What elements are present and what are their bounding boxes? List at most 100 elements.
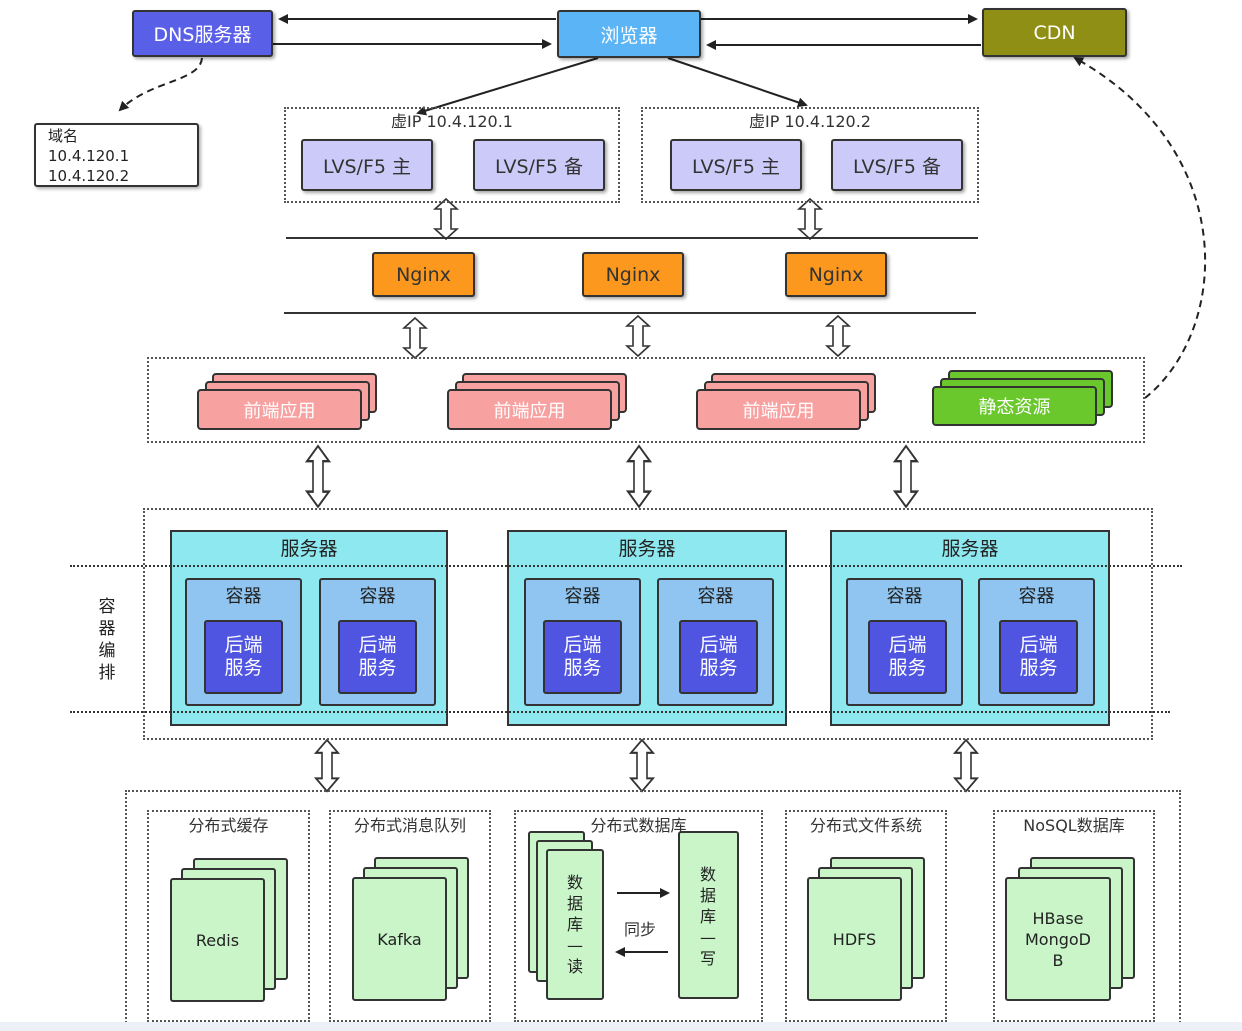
container-title: 容器 bbox=[225, 586, 262, 607]
double-arrow bbox=[314, 738, 340, 793]
container: 容器 后端服务 bbox=[657, 578, 774, 706]
server-title: 服务器 bbox=[618, 538, 676, 560]
server-title: 服务器 bbox=[941, 538, 999, 560]
nosql-label-line: HBase bbox=[1032, 908, 1084, 928]
lvs-backup-label: LVS/F5 备 bbox=[494, 155, 583, 178]
backend-service: 后端服务 bbox=[999, 620, 1078, 694]
vip-group-2-label: 虚IP 10.4.120.2 bbox=[749, 112, 871, 131]
double-arrow bbox=[626, 444, 652, 509]
static-resource bbox=[932, 386, 1097, 426]
double-arrow bbox=[893, 444, 919, 509]
static-resource-label: 静态资源 bbox=[978, 397, 1051, 418]
server-1: 服务器 容器 后端服务 容器 后端服务 bbox=[170, 530, 448, 726]
container: 容器 后端服务 bbox=[185, 578, 302, 706]
db-group bbox=[514, 810, 763, 1022]
arrow-browser-to-vip2 bbox=[667, 57, 808, 108]
sync-label: 同步 bbox=[624, 920, 657, 939]
db-read-label: 数据库—读 bbox=[565, 872, 585, 977]
backend-service-label: 后端服务 bbox=[699, 634, 738, 679]
nginx-bus-bottom bbox=[284, 312, 976, 314]
frontend-app-1 bbox=[197, 389, 362, 430]
db-read-node bbox=[546, 849, 604, 1000]
hdfs-node bbox=[807, 877, 902, 1001]
kafka-node bbox=[352, 877, 447, 1001]
fs-title: 分布式文件系统 bbox=[809, 816, 922, 835]
orchestration-label: 容器编排 bbox=[97, 596, 117, 684]
fs-group bbox=[785, 810, 947, 1022]
nginx-bus-top bbox=[286, 237, 978, 239]
frontend-app-2 bbox=[447, 389, 612, 430]
nginx-node-2: Nginx bbox=[582, 252, 684, 297]
redis-label: Redis bbox=[195, 930, 240, 950]
storage-group bbox=[125, 790, 1181, 1031]
callout-line: 10.4.120.2 bbox=[48, 167, 130, 185]
orchestration-line-bottom bbox=[70, 711, 1170, 713]
nginx-label: Nginx bbox=[396, 263, 451, 286]
cache-title: 分布式缓存 bbox=[188, 816, 269, 835]
cdn-label: CDN bbox=[1033, 21, 1076, 44]
redis-node bbox=[170, 878, 265, 1002]
db-write-node bbox=[678, 831, 739, 999]
backend-service-label: 后端服务 bbox=[563, 634, 602, 679]
lvs-main-1: LVS/F5 主 bbox=[301, 139, 433, 191]
double-arrow bbox=[826, 315, 850, 357]
backend-service: 后端服务 bbox=[543, 620, 622, 694]
arrow-browser-to-vip1 bbox=[416, 57, 599, 116]
hdfs-label: HDFS bbox=[832, 929, 877, 949]
vip-group-1-label: 虚IP 10.4.120.1 bbox=[391, 112, 513, 131]
nosql-label-line: B bbox=[1052, 950, 1064, 970]
frontend-app-label: 前端应用 bbox=[243, 400, 316, 422]
backend-service: 后端服务 bbox=[338, 620, 417, 694]
lvs-main-2: LVS/F5 主 bbox=[670, 139, 802, 191]
backend-service-label: 后端服务 bbox=[888, 634, 927, 679]
db-read-text: 数据库—读 bbox=[566, 873, 583, 976]
dns-server-label: DNS服务器 bbox=[153, 24, 252, 46]
double-arrow bbox=[629, 738, 655, 793]
frontend-group bbox=[147, 357, 1145, 443]
nginx-node-1: Nginx bbox=[372, 252, 475, 297]
nginx-node-3: Nginx bbox=[785, 252, 887, 297]
mq-group bbox=[329, 810, 491, 1022]
double-arrow bbox=[305, 444, 331, 509]
nosql-label: HBase MongoD B bbox=[1005, 877, 1111, 1001]
nosql-title: NoSQL数据库 bbox=[1023, 816, 1125, 835]
callout-line: 域名 bbox=[48, 127, 79, 145]
backend-service-label: 后端服务 bbox=[358, 634, 397, 679]
backend-service: 后端服务 bbox=[204, 620, 283, 694]
server-2: 服务器 容器 后端服务 容器 后端服务 bbox=[507, 530, 787, 726]
double-arrow bbox=[626, 315, 650, 357]
lvs-backup-1: LVS/F5 备 bbox=[473, 139, 605, 191]
callout-line: 10.4.120.1 bbox=[48, 147, 130, 165]
cdn-node: CDN bbox=[982, 8, 1127, 57]
lvs-backup-2: LVS/F5 备 bbox=[831, 139, 963, 191]
container-title: 容器 bbox=[359, 586, 396, 607]
db-write-text: 数据库—写 bbox=[699, 865, 716, 968]
server-title: 服务器 bbox=[280, 538, 338, 560]
lvs-main-label: LVS/F5 主 bbox=[322, 155, 411, 178]
container-title: 容器 bbox=[1018, 586, 1055, 607]
container: 容器 后端服务 bbox=[319, 578, 436, 706]
backend-service: 后端服务 bbox=[679, 620, 758, 694]
backend-service: 后端服务 bbox=[868, 620, 947, 694]
orchestration-line-top bbox=[70, 565, 1182, 567]
backend-service-label: 后端服务 bbox=[224, 634, 263, 679]
container: 容器 后端服务 bbox=[524, 578, 641, 706]
backend-service-label: 后端服务 bbox=[1019, 634, 1058, 679]
dns-server-node: DNS服务器 bbox=[132, 10, 273, 57]
frontend-app-label: 前端应用 bbox=[742, 400, 815, 422]
db-write-label: 数据库—写 bbox=[698, 864, 718, 969]
container: 容器 后端服务 bbox=[846, 578, 963, 706]
nosql-label-line: MongoD bbox=[1025, 929, 1091, 949]
container: 容器 后端服务 bbox=[978, 578, 1095, 706]
arrow-static-to-cdn bbox=[1073, 57, 1207, 399]
domain-callout: 域名 10.4.120.1 10.4.120.2 bbox=[34, 123, 199, 187]
frontend-app-label: 前端应用 bbox=[493, 400, 566, 422]
kafka-label: Kafka bbox=[377, 929, 422, 949]
container-title: 容器 bbox=[886, 586, 923, 607]
orchestration-text: 容器编排 bbox=[98, 597, 116, 683]
vip-group-2 bbox=[641, 107, 979, 203]
double-arrow bbox=[798, 198, 822, 240]
double-arrow bbox=[403, 317, 427, 359]
bottom-band bbox=[0, 1022, 1242, 1031]
